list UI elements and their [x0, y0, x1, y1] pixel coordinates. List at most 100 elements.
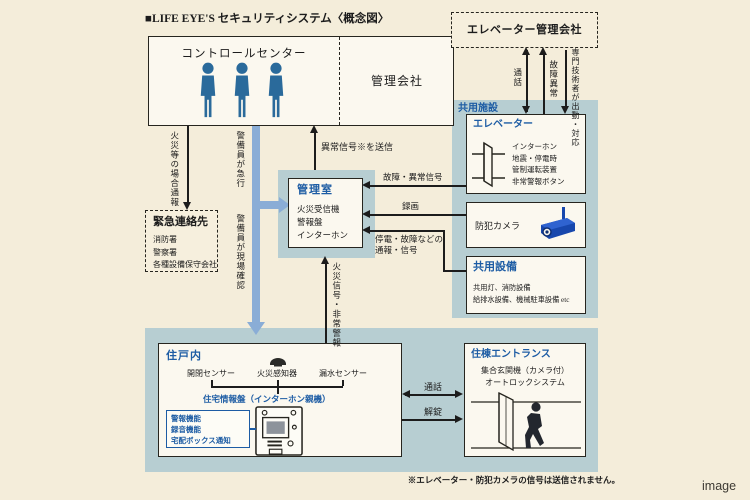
elevator-box: エレベーター インターホン 地震・停電時 管制運転装置 非常警報ボタン	[466, 114, 586, 194]
label-fire-alarm: 火災信号・非常警報	[331, 262, 342, 348]
elevator-feature: インターホン	[512, 142, 557, 151]
elevator-feature: 管制運転装置	[512, 165, 557, 174]
label-call-top: 通話	[512, 68, 523, 87]
arrowhead-fault-report	[539, 47, 547, 55]
intercom-panel-icon	[255, 406, 303, 456]
line-call-bottom	[405, 394, 458, 396]
arrowhead-dispatch	[561, 106, 569, 114]
residence-unit-box: 住戸内 開閉センサー 火災感知器 漏水センサー 住宅情報盤（インターホン親機）	[158, 343, 402, 457]
arrowhead-power-fault	[362, 226, 370, 234]
elevator-company-title: エレベーター管理会社	[467, 24, 582, 36]
unit-features: 警報機能 録音機能 宅配ボックス通知	[171, 413, 253, 446]
arrowhead-call-down	[522, 106, 530, 114]
label-guard-onsite: 警備員が現場確認	[235, 214, 246, 290]
control-room-items: 火災受信機 警報盤 インターホン	[297, 203, 348, 242]
control-room-item: インターホン	[297, 230, 349, 240]
security-camera-box: 防犯カメラ	[466, 202, 586, 248]
emergency-contacts-items: 消防署 警察署 各種設備保守会社	[153, 234, 217, 272]
label-power-fault-2: 通報・信号	[375, 245, 418, 255]
control-room-title: 管理室	[297, 184, 333, 196]
arrowhead-abnormal-send	[310, 125, 318, 133]
sensor-label-leak: 漏水センサー	[319, 369, 367, 378]
label-recording: 録画	[402, 201, 420, 211]
footnote: ※エレベーター・防犯カメラの信号は送信されません。	[407, 475, 620, 485]
guard-flow-arrowhead-right	[279, 197, 290, 213]
guard-flow-line	[252, 125, 260, 323]
bracket-tick	[342, 380, 344, 386]
intercom-panel-label: 住宅情報盤（インターホン親機）	[203, 394, 331, 404]
label-unlock: 解錠	[424, 407, 443, 417]
line-dispatch	[565, 50, 567, 108]
arrowhead-call-right	[455, 390, 463, 398]
line-call-top	[526, 50, 528, 112]
common-facilities-label: 共用施設	[458, 103, 498, 114]
shared-equipment-box: 共用設備 共用灯、消防設備 給排水設備、機械駐車設備 etc	[466, 256, 586, 314]
image-watermark: image	[702, 479, 737, 493]
guard-icon	[265, 62, 287, 120]
arrowhead-call-up	[522, 47, 530, 55]
unit-feature: 警報機能	[171, 414, 201, 423]
label-fault-report: 故障異常	[548, 60, 559, 98]
elevator-company-box: エレベーター管理会社	[451, 12, 598, 48]
elevator-features: インターホン 地震・停電時 管制運転装置 非常警報ボタン	[512, 141, 565, 187]
label-power-fault-1: 停電・故障などの	[375, 234, 444, 244]
line-fire-alarm	[325, 260, 327, 343]
sensor-label-open-close: 開閉センサー	[187, 369, 235, 378]
sensor-label-fire: 火災感知器	[257, 369, 297, 378]
label-power-fault: 停電・故障などの 通報・信号	[375, 234, 443, 256]
arrowhead-call-left	[402, 390, 410, 398]
line-fire-report	[187, 126, 189, 204]
line-recording	[369, 214, 466, 216]
line-power-fault-a	[369, 230, 443, 232]
entrance-line-1: 集合玄関機（カメラ付）	[481, 366, 569, 375]
label-call-bottom: 通話	[424, 382, 443, 392]
entrance-title: 住棟エントランス	[471, 349, 551, 360]
unit-features-box: 警報機能 録音機能 宅配ボックス通知	[166, 410, 250, 448]
control-room-box: 管理室 火災受信機 警報盤 インターホン	[288, 178, 363, 248]
arrowhead-recording	[362, 210, 370, 218]
line-unlock	[402, 419, 455, 421]
feature-connector-line	[250, 428, 256, 430]
page-title: ■LIFE EYE'S セキュリティシステム〈概念図〉	[145, 13, 390, 25]
bracket-tick	[211, 380, 213, 386]
elevator-door-icon	[471, 139, 507, 189]
security-camera-title: 防犯カメラ	[475, 221, 521, 231]
elevator-feature: 非常警報ボタン	[512, 176, 565, 186]
arrowhead-fire-report	[183, 202, 191, 210]
emergency-item: 各種設備保守会社	[153, 260, 217, 269]
control-room-item: 火災受信機	[297, 204, 340, 214]
bracket-drop	[277, 386, 279, 394]
entrance-line-2: オートロックシステム	[485, 378, 565, 387]
control-center-box: コントロールセンター 管理会社	[148, 36, 454, 126]
arrowhead-fault-signal	[362, 181, 370, 189]
management-company-label: 管理会社	[370, 74, 423, 88]
smoke-detector-icon	[269, 357, 287, 367]
line-abnormal-send	[314, 129, 316, 170]
emergency-contacts-title: 緊急連絡先	[153, 216, 208, 228]
divider-dashed	[339, 37, 340, 125]
line-power-fault-b	[443, 230, 445, 271]
arrowhead-fire-alarm	[321, 256, 329, 264]
label-fire-case-report: 火災等の場合通報	[169, 131, 180, 207]
elevator-feature: 地震・停電時	[512, 153, 557, 163]
label-guard-rush: 警備員が急行	[235, 131, 246, 188]
unit-feature: 録音機能	[171, 425, 201, 434]
emergency-contacts-box: 緊急連絡先 消防署 警察署 各種設備保守会社	[145, 210, 218, 272]
line-fault-report	[543, 51, 545, 114]
shared-equipment-line: 給排水設備、機械駐車設備 etc	[473, 295, 570, 304]
security-camera-icon	[533, 206, 579, 246]
guard-flow-arrowhead-down	[247, 322, 265, 335]
label-fault-signal: 故障・異常信号	[383, 172, 443, 182]
guard-icon	[231, 62, 253, 120]
guard-icon	[197, 62, 219, 120]
arrowhead-unlock	[455, 415, 463, 423]
control-room-item: 警報盤	[297, 217, 323, 227]
residence-unit-title: 住戸内	[166, 350, 202, 362]
control-center-title: コントロールセンター	[181, 48, 307, 60]
entrance-box: 住棟エントランス 集合玄関機（カメラ付） オートロックシステム	[464, 343, 586, 457]
label-dispatch: 専門技術者が出動・対応	[571, 48, 580, 147]
bracket-tick	[277, 380, 279, 386]
unit-feature: 宅配ボックス通知	[171, 436, 231, 445]
line-power-fault-c	[443, 270, 466, 272]
shared-equipment-line: 共用灯、消防設備	[473, 284, 531, 292]
